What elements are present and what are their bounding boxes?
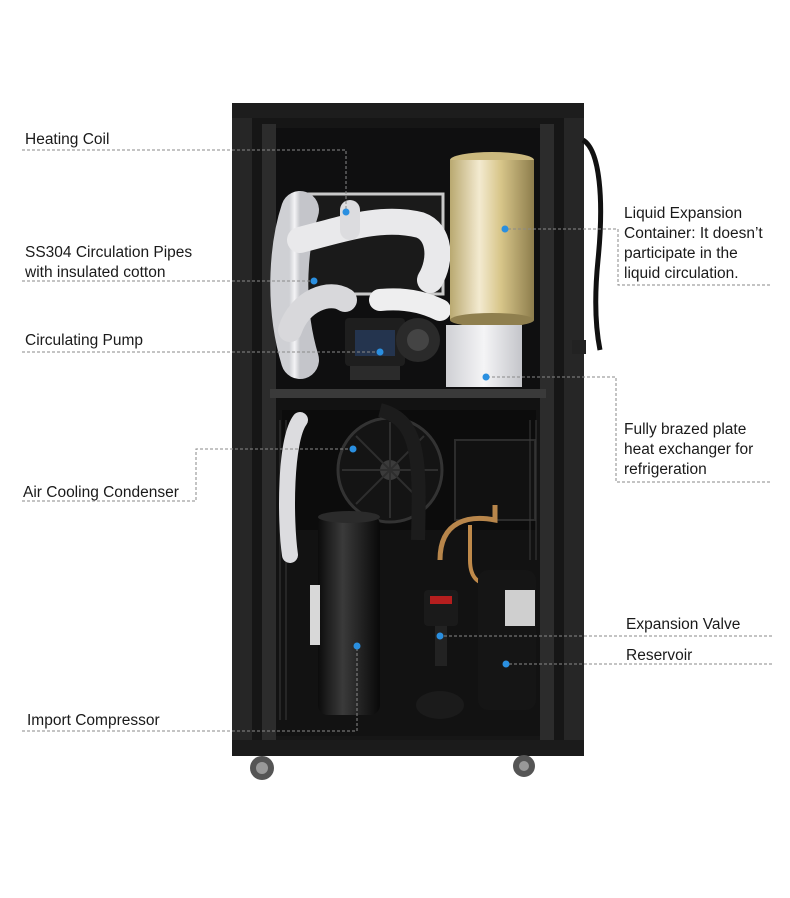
callout-line: Circulating Pump xyxy=(25,332,144,349)
callout-import-compressor: Import Compressor xyxy=(27,711,160,731)
insulated-pipes xyxy=(270,191,451,379)
callout-line: Air Cooling Condenser xyxy=(23,484,179,501)
callout-line: liquid circulation. xyxy=(624,265,739,282)
callout-heating-coil: Heating Coil xyxy=(25,130,109,150)
leader-lines xyxy=(22,149,772,732)
callout-line: participate in the xyxy=(624,245,738,262)
callout-line: Heating Coil xyxy=(25,131,110,148)
callout-line: with insulated cotton xyxy=(25,264,166,281)
caster-wheels xyxy=(250,755,535,780)
callout-line: heat exchanger for xyxy=(624,441,754,458)
power-cable xyxy=(581,137,604,351)
callout-line: Import Compressor xyxy=(27,712,160,729)
callout-line: Fully brazed plate xyxy=(624,421,747,438)
callout-line: Liquid Expansion xyxy=(624,205,743,222)
liquid-expansion-container xyxy=(450,152,534,327)
callout-expansion-valve: Expansion Valve xyxy=(626,615,740,635)
callout-line: Expansion Valve xyxy=(626,616,741,633)
import-compressor xyxy=(310,511,380,715)
marker-dots xyxy=(310,208,510,668)
callout-circulating-pump: Circulating Pump xyxy=(25,331,143,351)
expansion-valve xyxy=(416,590,464,719)
circulating-pump xyxy=(345,318,440,380)
reservoir xyxy=(478,570,536,710)
callout-circulation-pipes: SS304 Circulation Pipes with insulated c… xyxy=(25,243,192,283)
callout-line: Container: It doesn’t xyxy=(624,225,763,242)
callout-reservoir: Reservoir xyxy=(626,646,692,666)
callout-plate-heat-exchanger: Fully brazed plate heat exchanger for re… xyxy=(624,420,753,480)
callout-air-cooling-condenser: Air Cooling Condenser xyxy=(23,483,179,503)
callout-line: refrigeration xyxy=(624,461,707,478)
callout-line: SS304 Circulation Pipes xyxy=(25,244,193,261)
callout-liquid-expansion-container: Liquid Expansion Container: It doesn’t p… xyxy=(624,204,763,284)
callout-line: Reservoir xyxy=(626,647,693,664)
condenser-pipe xyxy=(279,412,308,563)
